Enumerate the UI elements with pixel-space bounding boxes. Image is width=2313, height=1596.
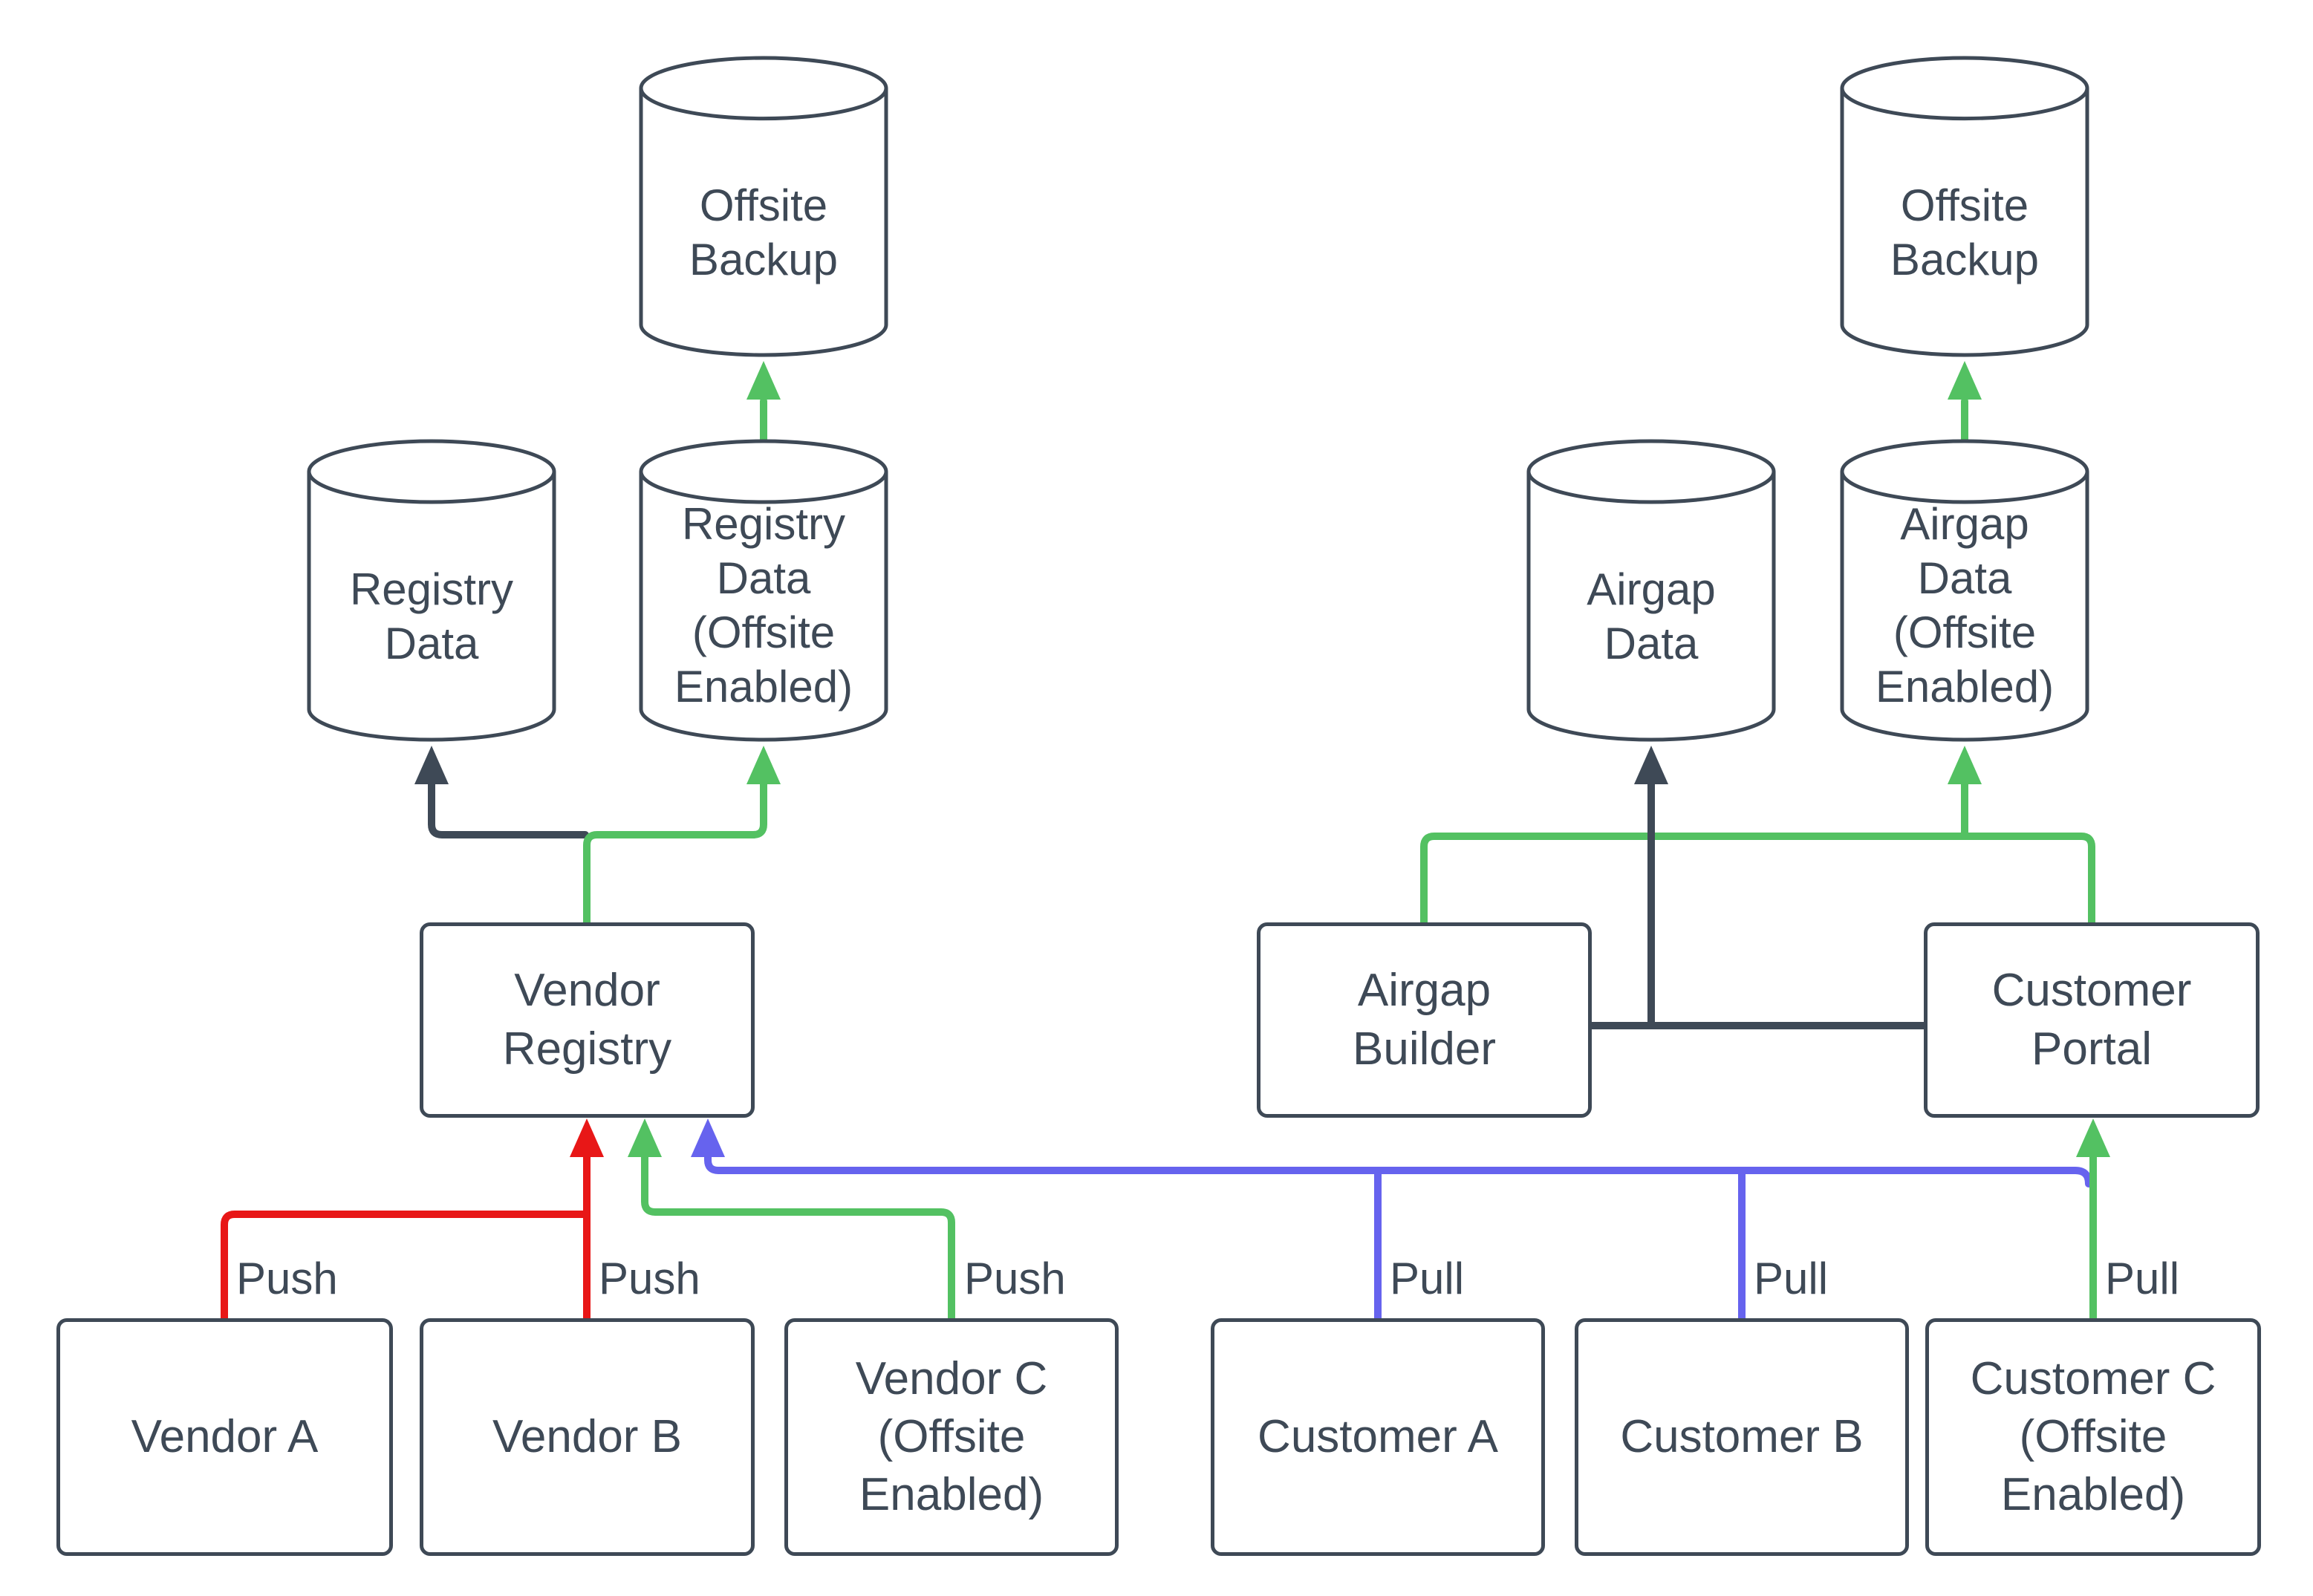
edge-push-vendor-a: [221, 1211, 588, 1325]
edge-label-push-vendor-a: Push: [236, 1254, 338, 1303]
edge-vendor-registry-to-registry-data-offsite: [583, 779, 767, 929]
edge-label-push-vendor-b: Push: [599, 1254, 700, 1303]
node-label: Customer B: [1620, 1410, 1864, 1462]
arrowhead-airgap-data-offsite: [1948, 746, 1982, 784]
edge-label-pull-customer-b: Pull: [1754, 1254, 1829, 1303]
arrowhead-registry-data-offsite: [746, 746, 781, 784]
arrowhead-airgap-data: [1634, 746, 1668, 784]
node-label: Customer Portal: [1991, 965, 2192, 1075]
cylinder-registry-data-offsite: Registry Data (Offsite Enabled): [638, 438, 889, 743]
node-label: Airgap Builder: [1353, 965, 1496, 1075]
node-customer-portal: Customer Portal: [1924, 922, 2260, 1118]
edge-push-vendor-c: [641, 1153, 955, 1325]
node-label: Customer A: [1258, 1410, 1498, 1462]
cylinder-shape: [1840, 439, 2089, 742]
edge-vendor-registry-to-registry-data: [428, 779, 589, 838]
cylinder-shape: [1526, 439, 1776, 742]
node-vendor-c: Vendor C (Offsite Enabled): [784, 1318, 1119, 1556]
cylinder-registry-data: Registry Data: [306, 438, 557, 743]
node-label: Vendor Registry: [502, 965, 672, 1075]
edge-pull-main: [704, 1153, 2092, 1188]
cylinder-label: Registry Data (Offsite Enabled): [674, 498, 853, 712]
edge-label-push-vendor-c: Push: [964, 1254, 1066, 1303]
arrowhead-registry-data: [414, 746, 449, 784]
arrowhead-pull-vendor-registry: [691, 1118, 725, 1157]
node-label: Vendor B: [492, 1410, 683, 1462]
node-customer-c: Customer C (Offsite Enabled): [1925, 1318, 2261, 1556]
cylinder-offsite-backup-right: Offsite Backup: [1839, 55, 2090, 358]
arrowhead-offsite-backup-left: [746, 361, 781, 400]
node-customer-b: Customer B: [1575, 1318, 1909, 1556]
arrowhead-push-vendor-registry: [570, 1118, 604, 1157]
cylinder-shape: [639, 439, 888, 742]
cylinder-label: Offsite Backup: [689, 180, 839, 284]
cylinder-label: Airgap Data: [1587, 564, 1716, 668]
arrowhead-offsite-backup-right: [1948, 361, 1982, 400]
node-label: Customer C (Offsite Enabled): [1970, 1352, 2216, 1521]
node-label: Vendor A: [131, 1410, 319, 1462]
cylinder-airgap-data-offsite: Airgap Data (Offsite Enabled): [1839, 438, 2090, 743]
cylinder-shape: [1840, 56, 2089, 357]
cylinder-label: Airgap Data (Offsite Enabled): [1875, 498, 2055, 712]
arrowhead-pull-customer-portal: [2076, 1118, 2110, 1157]
cylinder-label: Registry Data: [349, 564, 514, 668]
node-vendor-registry: Vendor Registry: [420, 922, 755, 1118]
node-airgap-builder: Airgap Builder: [1257, 922, 1592, 1118]
arrowhead-push-offsite-vendor-registry: [628, 1118, 662, 1157]
edge-airgap-offsite-tee: [1420, 833, 2095, 929]
node-vendor-b: Vendor B: [420, 1318, 755, 1556]
cylinder-label: Offsite Backup: [1890, 180, 2040, 284]
cylinder-offsite-backup-left: Offsite Backup: [638, 55, 889, 358]
edge-label-pull-customer-c: Pull: [2105, 1254, 2180, 1303]
cylinder-shape: [307, 439, 556, 742]
node-customer-a: Customer A: [1211, 1318, 1545, 1556]
node-label: Vendor C (Offsite Enabled): [855, 1352, 1048, 1521]
node-vendor-a: Vendor A: [56, 1318, 393, 1556]
cylinder-airgap-data: Airgap Data: [1526, 438, 1777, 743]
cylinder-shape: [639, 56, 888, 357]
edge-label-pull-customer-a: Pull: [1390, 1254, 1465, 1303]
